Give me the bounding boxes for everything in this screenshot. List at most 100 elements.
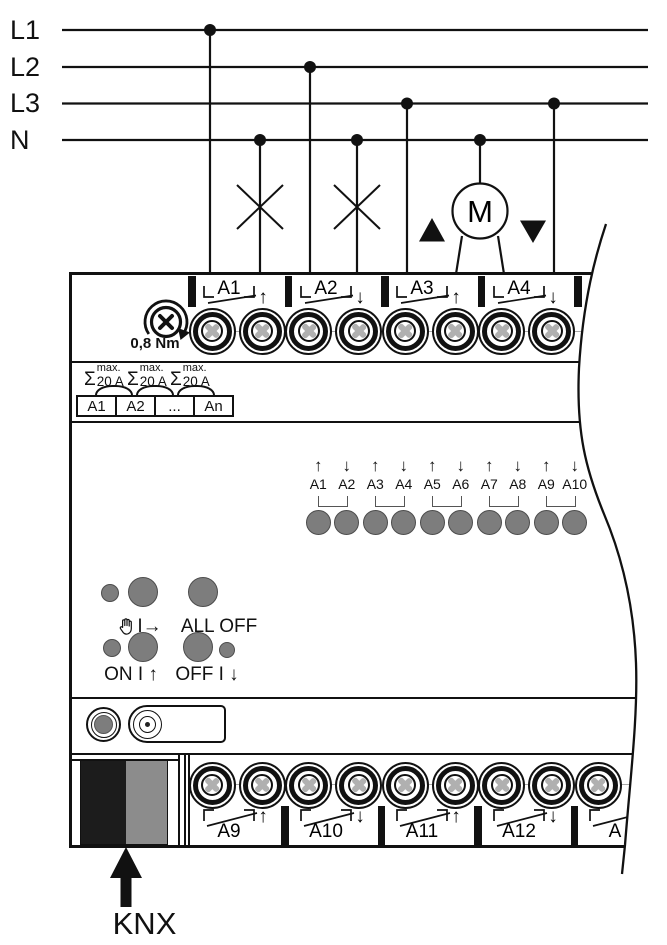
up-arrow-icon: ↑ <box>371 456 380 475</box>
divider <box>72 697 646 699</box>
up-arrow-icon: ↑ <box>451 806 461 827</box>
manual-mode-button[interactable] <box>128 577 158 607</box>
contact-symbol-a10: A10 ↓ <box>299 806 364 840</box>
up-arrow-icon: ↑ <box>485 456 494 475</box>
down-arrow-icon: ↓ <box>513 456 523 475</box>
down-arrow-icon: ↓ <box>456 456 466 475</box>
group-arc <box>136 385 174 395</box>
separator-bar <box>188 276 196 307</box>
torque-value: 0,8 Nm <box>130 335 180 352</box>
motor-symbol <box>451 182 509 240</box>
terminal-label: A4 <box>507 278 531 299</box>
terminal-label: A <box>609 821 622 840</box>
motor-label: M <box>467 194 493 229</box>
sigma-symbol: Σ <box>170 368 182 390</box>
led-pair: ↑A3 ↓A4 <box>361 455 418 535</box>
all-off-button[interactable] <box>188 577 218 607</box>
separator-bar <box>284 276 292 307</box>
on-button[interactable] <box>128 632 158 662</box>
channel-box: A2 <box>115 397 154 415</box>
sigma-symbol: Σ <box>84 368 96 390</box>
contact-symbol-a9: A9 ↑ <box>203 806 268 840</box>
down-arrow-icon: ↓ <box>342 456 352 475</box>
channel-box-row: A1 A2 ... An <box>76 395 234 417</box>
separator-bar <box>281 806 289 845</box>
screw-terminal[interactable] <box>188 307 236 355</box>
screw-terminal[interactable] <box>528 761 575 809</box>
led-label: A8 <box>509 476 527 492</box>
screw-terminal[interactable] <box>431 761 479 809</box>
pair-bracket <box>317 496 348 507</box>
separator-bar <box>477 276 485 307</box>
separator-bar <box>570 806 578 845</box>
terminal-label: A10 <box>309 821 343 840</box>
terminal-label: A12 <box>502 821 536 840</box>
screw-terminal[interactable] <box>285 761 332 809</box>
blind-down-icon <box>520 220 546 243</box>
status-led <box>419 509 445 535</box>
pair-bracket <box>488 496 519 507</box>
channel-box: An <box>193 397 232 415</box>
screw-terminal[interactable] <box>478 307 525 355</box>
label-carrier <box>128 705 226 743</box>
separator-bar <box>574 276 582 307</box>
divider <box>72 753 646 755</box>
programming-button[interactable] <box>86 707 121 742</box>
label-carrier-ring <box>132 709 162 739</box>
screw-terminal[interactable] <box>285 307 332 355</box>
screw-terminal[interactable] <box>238 761 286 809</box>
led-label: A10 <box>562 476 588 492</box>
terminal-section-partial: A <box>570 753 667 845</box>
max-label: max. <box>96 362 121 374</box>
terminal-section-a11: A11 ↑ <box>377 753 479 845</box>
up-arrow-icon: ↑ <box>428 456 437 475</box>
off-button[interactable] <box>183 632 213 662</box>
led-status-row: ↑A1 ↓A2 ↑A3 ↓A4 ↑A5 ↓A6 ↑A7 ↓A <box>304 455 589 535</box>
led-label: A2 <box>338 476 356 492</box>
label-carrier-dot <box>144 721 150 727</box>
screw-terminal[interactable] <box>335 761 382 809</box>
screw-terminal[interactable] <box>188 761 236 809</box>
screw-terminal[interactable] <box>478 761 525 809</box>
blind-up-icon <box>419 218 445 242</box>
screw-terminal[interactable] <box>335 307 382 355</box>
status-led <box>476 509 502 535</box>
led-label: A5 <box>423 476 441 492</box>
off-led <box>219 642 235 658</box>
separator-bar <box>381 276 389 307</box>
knx-bus-connector[interactable] <box>80 760 168 845</box>
status-led <box>533 509 559 535</box>
screw-terminal[interactable] <box>574 761 622 809</box>
led-pair: ↑A7 ↓A8 <box>475 455 532 535</box>
torque-screw-icon <box>143 299 190 340</box>
rail-label-l2: L2 <box>10 52 41 82</box>
junction-dots <box>204 24 560 146</box>
screw-terminal[interactable] <box>381 307 429 355</box>
down-arrow-icon: ↓ <box>548 806 558 827</box>
status-led <box>334 509 360 535</box>
led-label: A1 <box>309 476 327 492</box>
terminal-label: A2 <box>314 278 337 299</box>
up-arrow-icon: ↑ <box>258 806 268 827</box>
knx-arrow-icon <box>110 847 142 907</box>
sigma-symbol: Σ <box>127 368 139 390</box>
screw-terminal[interactable] <box>528 307 575 355</box>
max-label: max. <box>139 362 164 374</box>
up-arrow-icon: ↑ <box>258 287 268 307</box>
contact-symbol-a2: A2 ↓ <box>299 278 365 307</box>
screw-terminal[interactable] <box>431 307 479 355</box>
up-arrow-icon: ↑ <box>451 287 461 307</box>
terminal-label: A3 <box>410 278 433 299</box>
knx-label: KNX <box>112 906 177 941</box>
divider <box>184 753 186 845</box>
screw-terminal[interactable] <box>381 761 429 809</box>
status-led <box>391 509 417 535</box>
max-label: max. <box>182 362 207 374</box>
terminal-label: A9 <box>217 821 240 840</box>
down-arrow-icon: ↓ <box>355 287 365 307</box>
status-led <box>505 509 531 535</box>
screw-terminal[interactable] <box>238 307 286 355</box>
status-led <box>562 509 588 535</box>
contact-symbol-a1: A1 ↑ <box>203 278 268 307</box>
